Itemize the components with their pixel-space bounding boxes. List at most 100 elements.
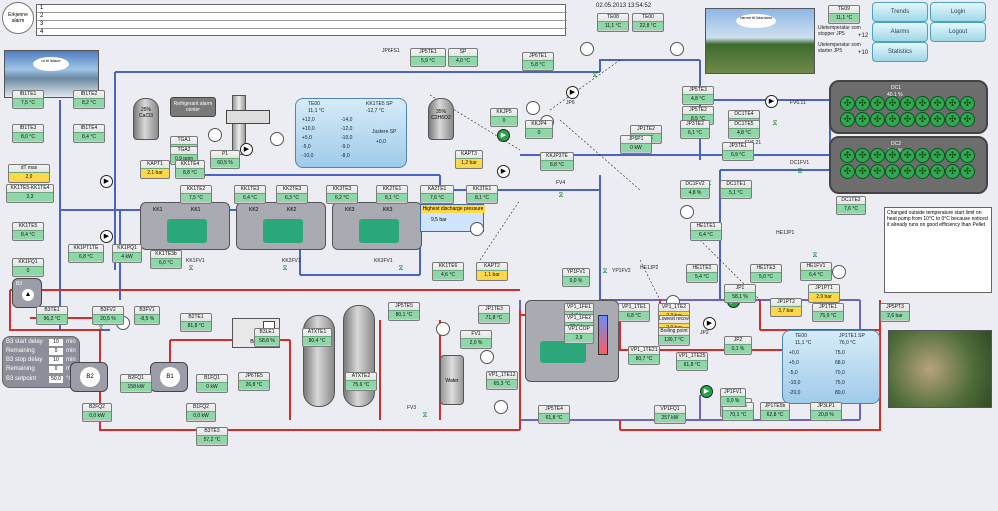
logout-button[interactable]: Logout	[930, 22, 986, 42]
pump-kkjp4[interactable]: ▶	[497, 165, 510, 178]
stop-temp-value[interactable]: +12	[858, 33, 869, 39]
alarm-list[interactable]: 1 2 3 4	[36, 4, 567, 36]
kk3-unit[interactable]: KK3 KK3	[332, 202, 422, 250]
pump-p1[interactable]: ▶	[240, 143, 253, 156]
pump-jp5[interactable]: ▶	[765, 95, 778, 108]
valve-yp1fv2[interactable]: ⧖	[602, 268, 608, 275]
pump-kkjp2[interactable]: ▶	[100, 230, 113, 243]
valve-fv5[interactable]: ⧖	[592, 72, 598, 79]
boiler-b3[interactable]: B3 ▲	[12, 278, 42, 308]
operator-note[interactable]: Changed outside temperature start limit …	[884, 207, 992, 293]
c2h6o2-tank[interactable]: 35% C2H6O2	[428, 98, 454, 140]
accumulator-tank-2[interactable]	[343, 305, 375, 407]
water-tank[interactable]: Water	[440, 355, 464, 405]
tag-b3fv1[interactable]: B3FV1-8,5 %	[134, 306, 160, 325]
pump-kkjp5[interactable]: ▶	[497, 129, 510, 142]
valve-b3fv2[interactable]: ⧖	[98, 325, 104, 332]
refrigerant-alarm-center[interactable]: Refrigerant alarm center	[170, 97, 216, 117]
valve-fv3[interactable]: ⧖	[422, 412, 428, 419]
kk2-unit[interactable]: KK2 KK2	[236, 202, 326, 250]
valve-kk2fv1[interactable]: ⧖	[282, 265, 288, 272]
b3-stop-delay-input[interactable]: 10	[49, 357, 63, 364]
valve-he1fv1[interactable]: ⧖	[812, 252, 818, 259]
pump-jp6[interactable]: ▶	[566, 86, 579, 99]
valve-fv6[interactable]: ⧖	[772, 120, 778, 127]
kk1-unit[interactable]: KK1 KK1	[140, 202, 230, 250]
valve-kk3fv1[interactable]: ⧖	[398, 265, 404, 272]
valve-fv4[interactable]: ⧖	[558, 192, 564, 199]
alarm-ack-button[interactable]: Erkjenne alarm	[2, 2, 34, 34]
alarm-row[interactable]: 1	[37, 5, 567, 13]
cacl-tank[interactable]: 25% CaCl3	[133, 98, 159, 140]
alarm-row[interactable]: 3	[37, 21, 567, 29]
boiler-b2[interactable]: B2	[70, 362, 108, 392]
b3-start-delay-input[interactable]: 10	[49, 339, 63, 346]
login-button[interactable]: Login	[930, 2, 986, 22]
alarm-row[interactable]: 2	[37, 13, 567, 21]
alarm-row[interactable]: 4	[40, 29, 44, 35]
trends-button[interactable]: Trends	[872, 2, 928, 22]
alarms-button[interactable]: Alarms	[872, 22, 928, 42]
boiler-b1[interactable]: B1	[150, 362, 188, 392]
pump-jp3[interactable]: ▶	[700, 385, 713, 398]
